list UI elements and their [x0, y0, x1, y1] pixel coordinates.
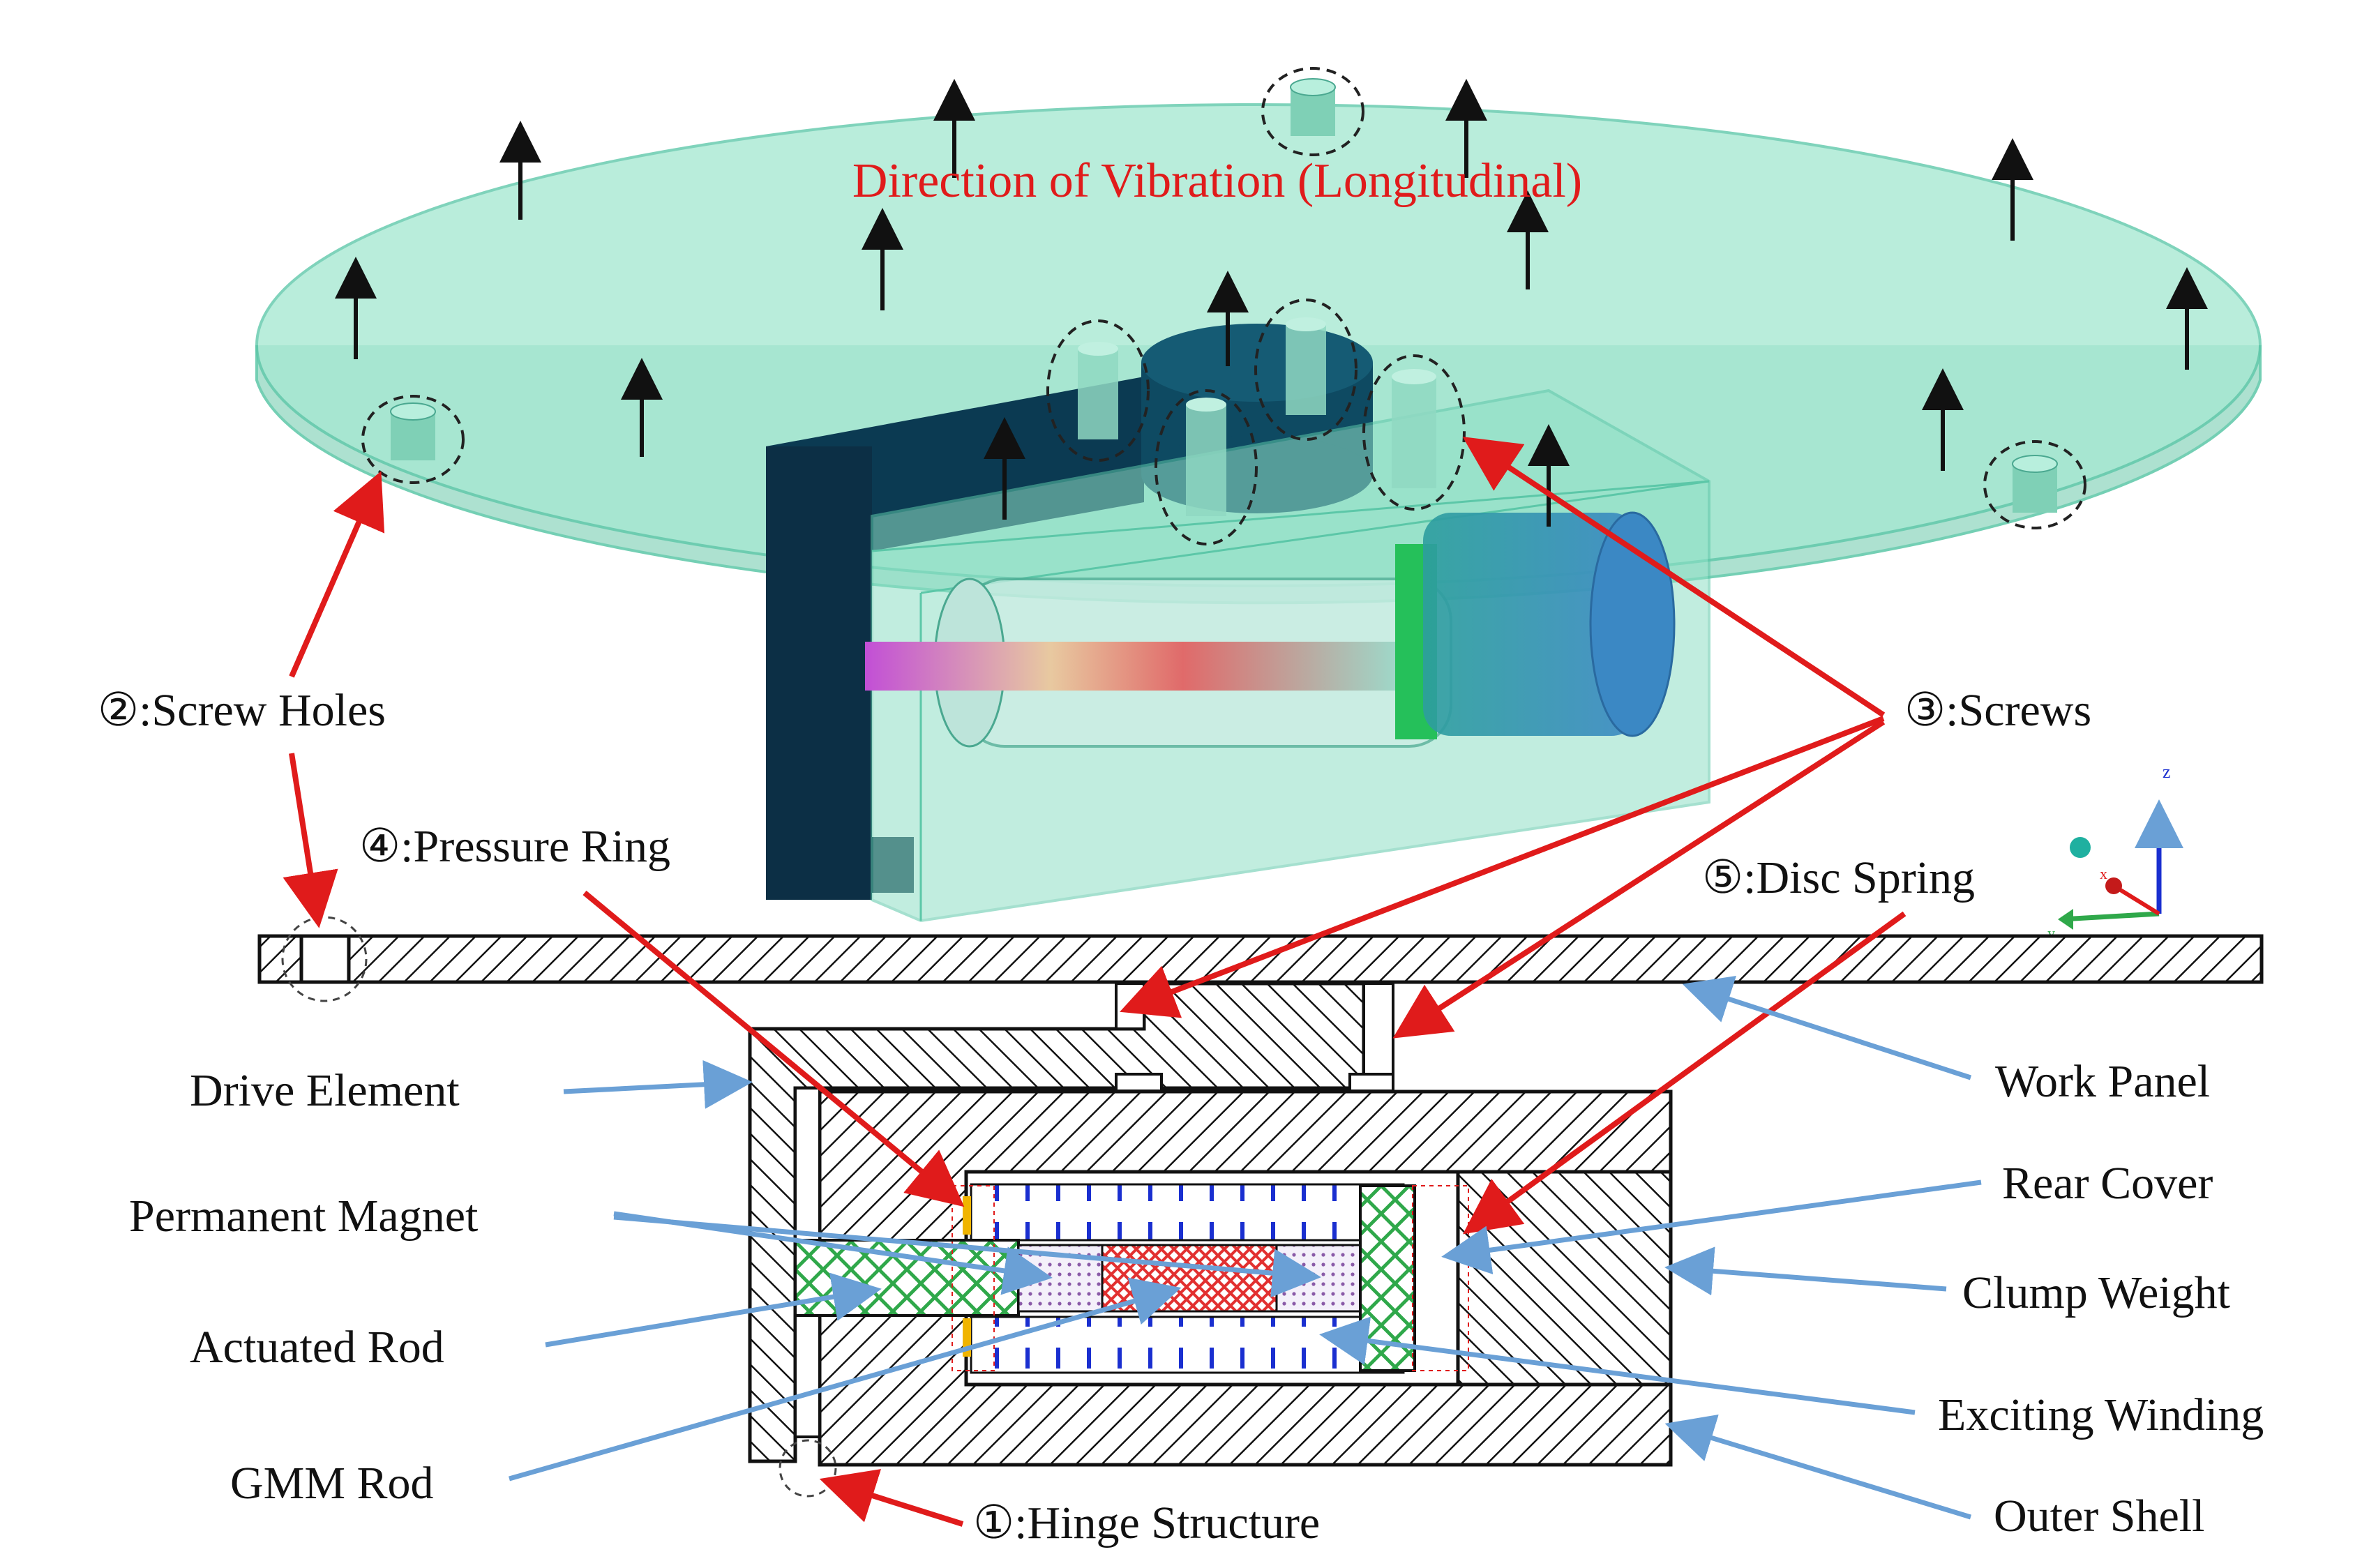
label-hinge-structure: ①:Hinge Structure — [973, 1498, 1320, 1548]
clump-weight-section — [1456, 1170, 1673, 1387]
actuated-rod-3d — [865, 642, 1395, 691]
label-actuated-rod: Actuated Rod — [190, 1322, 444, 1373]
blue-leader-lines — [509, 976, 1982, 1520]
label-clump-weight: Clump Weight — [1962, 1267, 2230, 1318]
label-drive-element: Drive Element — [190, 1065, 460, 1116]
permanent-magnet-right — [1275, 1244, 1362, 1313]
screw-hole-3d-top — [1290, 78, 1336, 136]
label-screws: ③:Screws — [1904, 685, 2091, 736]
label-work-panel: Work Panel — [1995, 1056, 2210, 1107]
label-disc-spring: ⑤:Disc Spring — [1702, 852, 1975, 903]
label-pressure-ring: ④:Pressure Ring — [359, 821, 670, 872]
pressure-ring-top — [963, 1196, 971, 1235]
screw-3d-4 — [1392, 369, 1436, 488]
label-rear-cover: Rear Cover — [2002, 1158, 2213, 1209]
cross-section — [257, 916, 2264, 1498]
vibration-label: Direction of Vibration (Longitudinal) — [852, 154, 1582, 208]
label-screw-holes: ②:Screw Holes — [98, 685, 386, 736]
exciting-winding-top — [970, 1183, 1405, 1242]
model-3d: Direction of Vibration (Longitudinal) z … — [255, 67, 2262, 942]
screw-hole-3d-left — [390, 402, 436, 460]
labels: ②:Screw Holes ③:Screws ④:Pressure Ring ⑤… — [98, 685, 2264, 1548]
dashed-highlights — [361, 67, 2086, 545]
axis-label-x: x — [2100, 865, 2107, 882]
screw-3d-2 — [1286, 317, 1326, 415]
screw-3d-3 — [1186, 398, 1226, 516]
red-callout-arrows — [283, 437, 1907, 1527]
axis-triad: z x y — [2047, 762, 2183, 942]
screw-hole-section — [299, 934, 351, 984]
exciting-winding-bottom — [970, 1316, 1405, 1374]
label-permanent-magnet: Permanent Magnet — [129, 1191, 478, 1242]
label-gmm-rod: GMM Rod — [230, 1458, 434, 1509]
vibration-arrows — [335, 79, 2208, 527]
rear-cover-3d — [1423, 513, 1639, 736]
label-exciting-winding: Exciting Winding — [1938, 1389, 2264, 1440]
axis-label-y: y — [2047, 924, 2055, 942]
screw-3d-1 — [1078, 342, 1118, 439]
inner-assembly — [865, 511, 1676, 748]
axis-label-z: z — [2163, 762, 2171, 782]
label-outer-shell: Outer Shell — [1994, 1491, 2204, 1541]
actuated-rod-section — [794, 1239, 1020, 1317]
screw-hole-3d-right — [2012, 455, 2058, 513]
